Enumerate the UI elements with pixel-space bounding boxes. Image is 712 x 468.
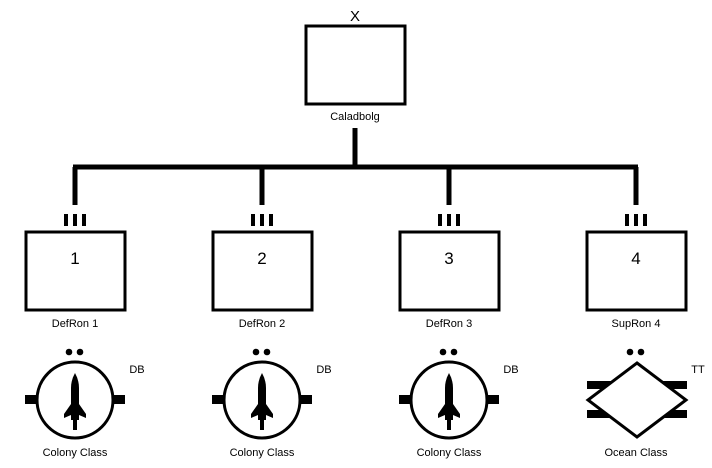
unit-node-4: 4 SupRon 4 — [585, 214, 688, 330]
size-dots — [626, 348, 645, 356]
rocket-circle-icon — [399, 360, 499, 440]
unit-name: DefRon 1 — [52, 318, 98, 330]
size-dots — [65, 348, 84, 356]
rocket-circle-icon — [25, 360, 125, 440]
unit-node-2: 2 DefRon 2 — [211, 214, 314, 330]
ship-class-name: Colony Class — [230, 447, 295, 459]
echelon-bars — [64, 214, 86, 226]
size-dots — [439, 348, 458, 356]
unit-number: 3 — [444, 249, 453, 268]
unit-box — [585, 230, 688, 312]
unit-number: 1 — [70, 249, 79, 268]
rocket-circle-icon — [212, 360, 312, 440]
unit-box — [24, 230, 127, 312]
unit-number: 2 — [257, 249, 266, 268]
ship-class-name: Colony Class — [43, 447, 108, 459]
ship-class-name: Colony Class — [417, 447, 482, 459]
hq-box — [304, 24, 407, 106]
ship-type-code: DB — [316, 364, 331, 376]
unit-name: DefRon 2 — [239, 318, 285, 330]
hq-name: Caladbolg — [330, 111, 380, 123]
unit-node-3: 3 DefRon 3 — [398, 214, 501, 330]
ship-symbol-3: DB Colony Class — [399, 348, 519, 459]
hq-node: X Caladbolg — [304, 8, 407, 123]
hq-echelon: X — [350, 8, 360, 25]
ship-symbol-4: TT Ocean Class — [585, 348, 705, 459]
ship-type-code: DB — [503, 364, 518, 376]
ship-class-name: Ocean Class — [605, 447, 668, 459]
connector-lines — [72, 128, 639, 205]
diamond-icon — [585, 361, 689, 439]
echelon-bars — [625, 214, 647, 226]
size-dots — [252, 348, 271, 356]
unit-name: SupRon 4 — [612, 318, 661, 330]
ship-type-code: TT — [691, 364, 705, 376]
echelon-bars — [438, 214, 460, 226]
unit-number: 4 — [631, 249, 640, 268]
ship-type-code: DB — [129, 364, 144, 376]
ship-symbol-2: DB Colony Class — [212, 348, 332, 459]
unit-node-1: 1 DefRon 1 — [24, 214, 127, 330]
ship-symbol-1: DB Colony Class — [25, 348, 145, 459]
unit-name: DefRon 3 — [426, 318, 472, 330]
unit-box — [211, 230, 314, 312]
echelon-bars — [251, 214, 273, 226]
unit-box — [398, 230, 501, 312]
